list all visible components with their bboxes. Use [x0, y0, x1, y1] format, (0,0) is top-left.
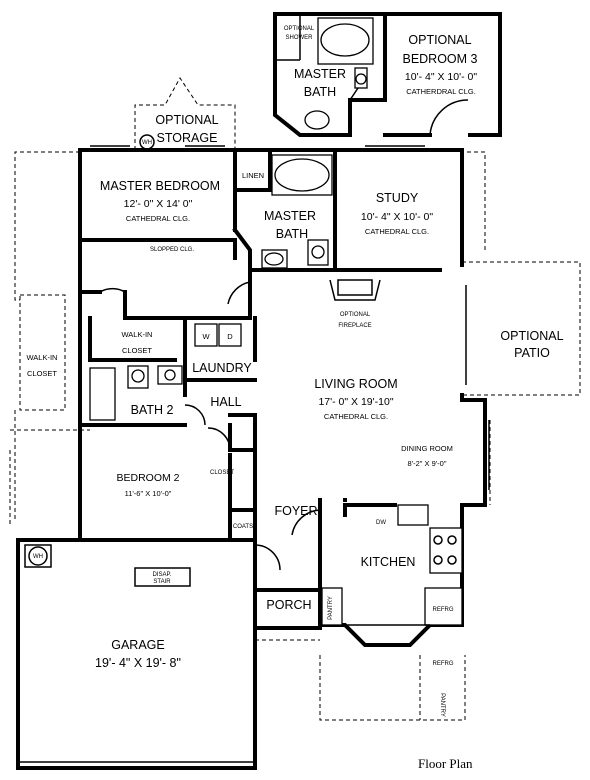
opt-bed3-note: CATHERDRAL CLG. — [406, 87, 476, 96]
washer-label: W — [202, 332, 210, 341]
bath2-label: BATH 2 — [131, 403, 174, 417]
closet-label: CLOSET — [210, 470, 234, 476]
master-bedroom-note: CATHEDRAL CLG. — [126, 214, 190, 223]
walk-in-closet-label: WALK-IN — [122, 330, 153, 339]
optional-outlines — [9, 151, 581, 721]
optional-fireplace-label: OPTIONAL — [340, 312, 371, 318]
walkin-closet-left-label2: CLOSET — [27, 369, 57, 378]
opt-storage-label: OPTIONAL — [155, 113, 218, 127]
refrg-optional-label: REFRG — [433, 661, 454, 667]
opt-storage-label2: STORAGE — [157, 131, 218, 145]
porch-label: PORCH — [266, 598, 311, 612]
opt-bed3-label2: BEDROOM 3 — [402, 52, 477, 66]
optional-patio-label2: PATIO — [514, 346, 550, 360]
living-room-note: CATHEDRAL CLG. — [324, 412, 388, 421]
walk-in-closet-label2: CLOSET — [122, 346, 152, 355]
wh-garage-label: WH — [33, 554, 43, 560]
opt-bed3-dim: 10'- 4" X 10'- 0" — [405, 71, 477, 83]
wh-storage-label: WH — [142, 140, 152, 146]
garage — [16, 538, 257, 770]
pantry-optional-label: PANTRY — [439, 693, 445, 717]
master-bedroom-dim: 12'- 0" X 14' 0" — [124, 198, 193, 210]
dw-label: DW — [376, 520, 386, 526]
linen-label: LINEN — [242, 171, 264, 180]
kitchen-label: KITCHEN — [361, 555, 416, 569]
walkin-closet-left-label: WALK-IN — [27, 353, 58, 362]
master-bath-top-label: MASTER — [294, 67, 346, 81]
opt-bed3-label: OPTIONAL — [408, 33, 471, 47]
study-label: STUDY — [376, 191, 419, 205]
laundry-label: LAUNDRY — [192, 361, 252, 375]
garage-label: GARAGE — [111, 638, 165, 652]
master-bath-label: MASTER — [264, 209, 316, 223]
exterior-walls — [78, 148, 487, 647]
master-bath-top-label2: BATH — [304, 85, 336, 99]
dining-room-dim: 8'-2" X 9'-0" — [407, 459, 446, 468]
bedroom2-label: BEDROOM 2 — [116, 472, 179, 484]
living-room-dim: 17'- 0" X 19'-10" — [318, 396, 393, 408]
refrg-label: REFRG — [433, 607, 454, 613]
optional-shower-label: OPTIONAL — [284, 26, 315, 32]
sloped-clg-label: SLOPPED CLG. — [150, 247, 194, 253]
optional-fireplace-label2: FIREPLACE — [338, 323, 371, 329]
garage-dim: 19'- 4" X 19'- 8" — [95, 656, 181, 670]
study-dim: 10'- 4" X 10'- 0" — [361, 211, 433, 223]
foyer-label: FOYER — [274, 504, 317, 518]
study-note: CATHEDRAL CLG. — [365, 227, 429, 236]
coats-label: COATS — [233, 524, 253, 530]
disap-stair-label: DISAP. — [153, 572, 172, 578]
optional-wing — [273, 12, 502, 137]
dining-room-label: DINING ROOM — [401, 444, 453, 453]
dryer-label: D — [227, 332, 233, 341]
hall-label: HALL — [210, 395, 241, 409]
bedroom2-dim: 11'-6" X 10'-0" — [125, 489, 172, 498]
master-bath-label2: BATH — [276, 227, 308, 241]
optional-patio-label: OPTIONAL — [500, 329, 563, 343]
room-labels: OPTIONAL BEDROOM 3 10'- 4" X 10'- 0" CAT… — [27, 26, 564, 717]
disap-stair-label2: STAIR — [153, 579, 171, 585]
living-room-label: LIVING ROOM — [314, 377, 397, 391]
interior-walls — [78, 145, 490, 626]
master-bedroom-label: MASTER BEDROOM — [100, 179, 220, 193]
pantry-label: PANTRY — [328, 596, 334, 620]
floor-plan-caption: Floor Plan — [418, 756, 473, 771]
optional-shower-label2: SHOWER — [286, 35, 314, 41]
